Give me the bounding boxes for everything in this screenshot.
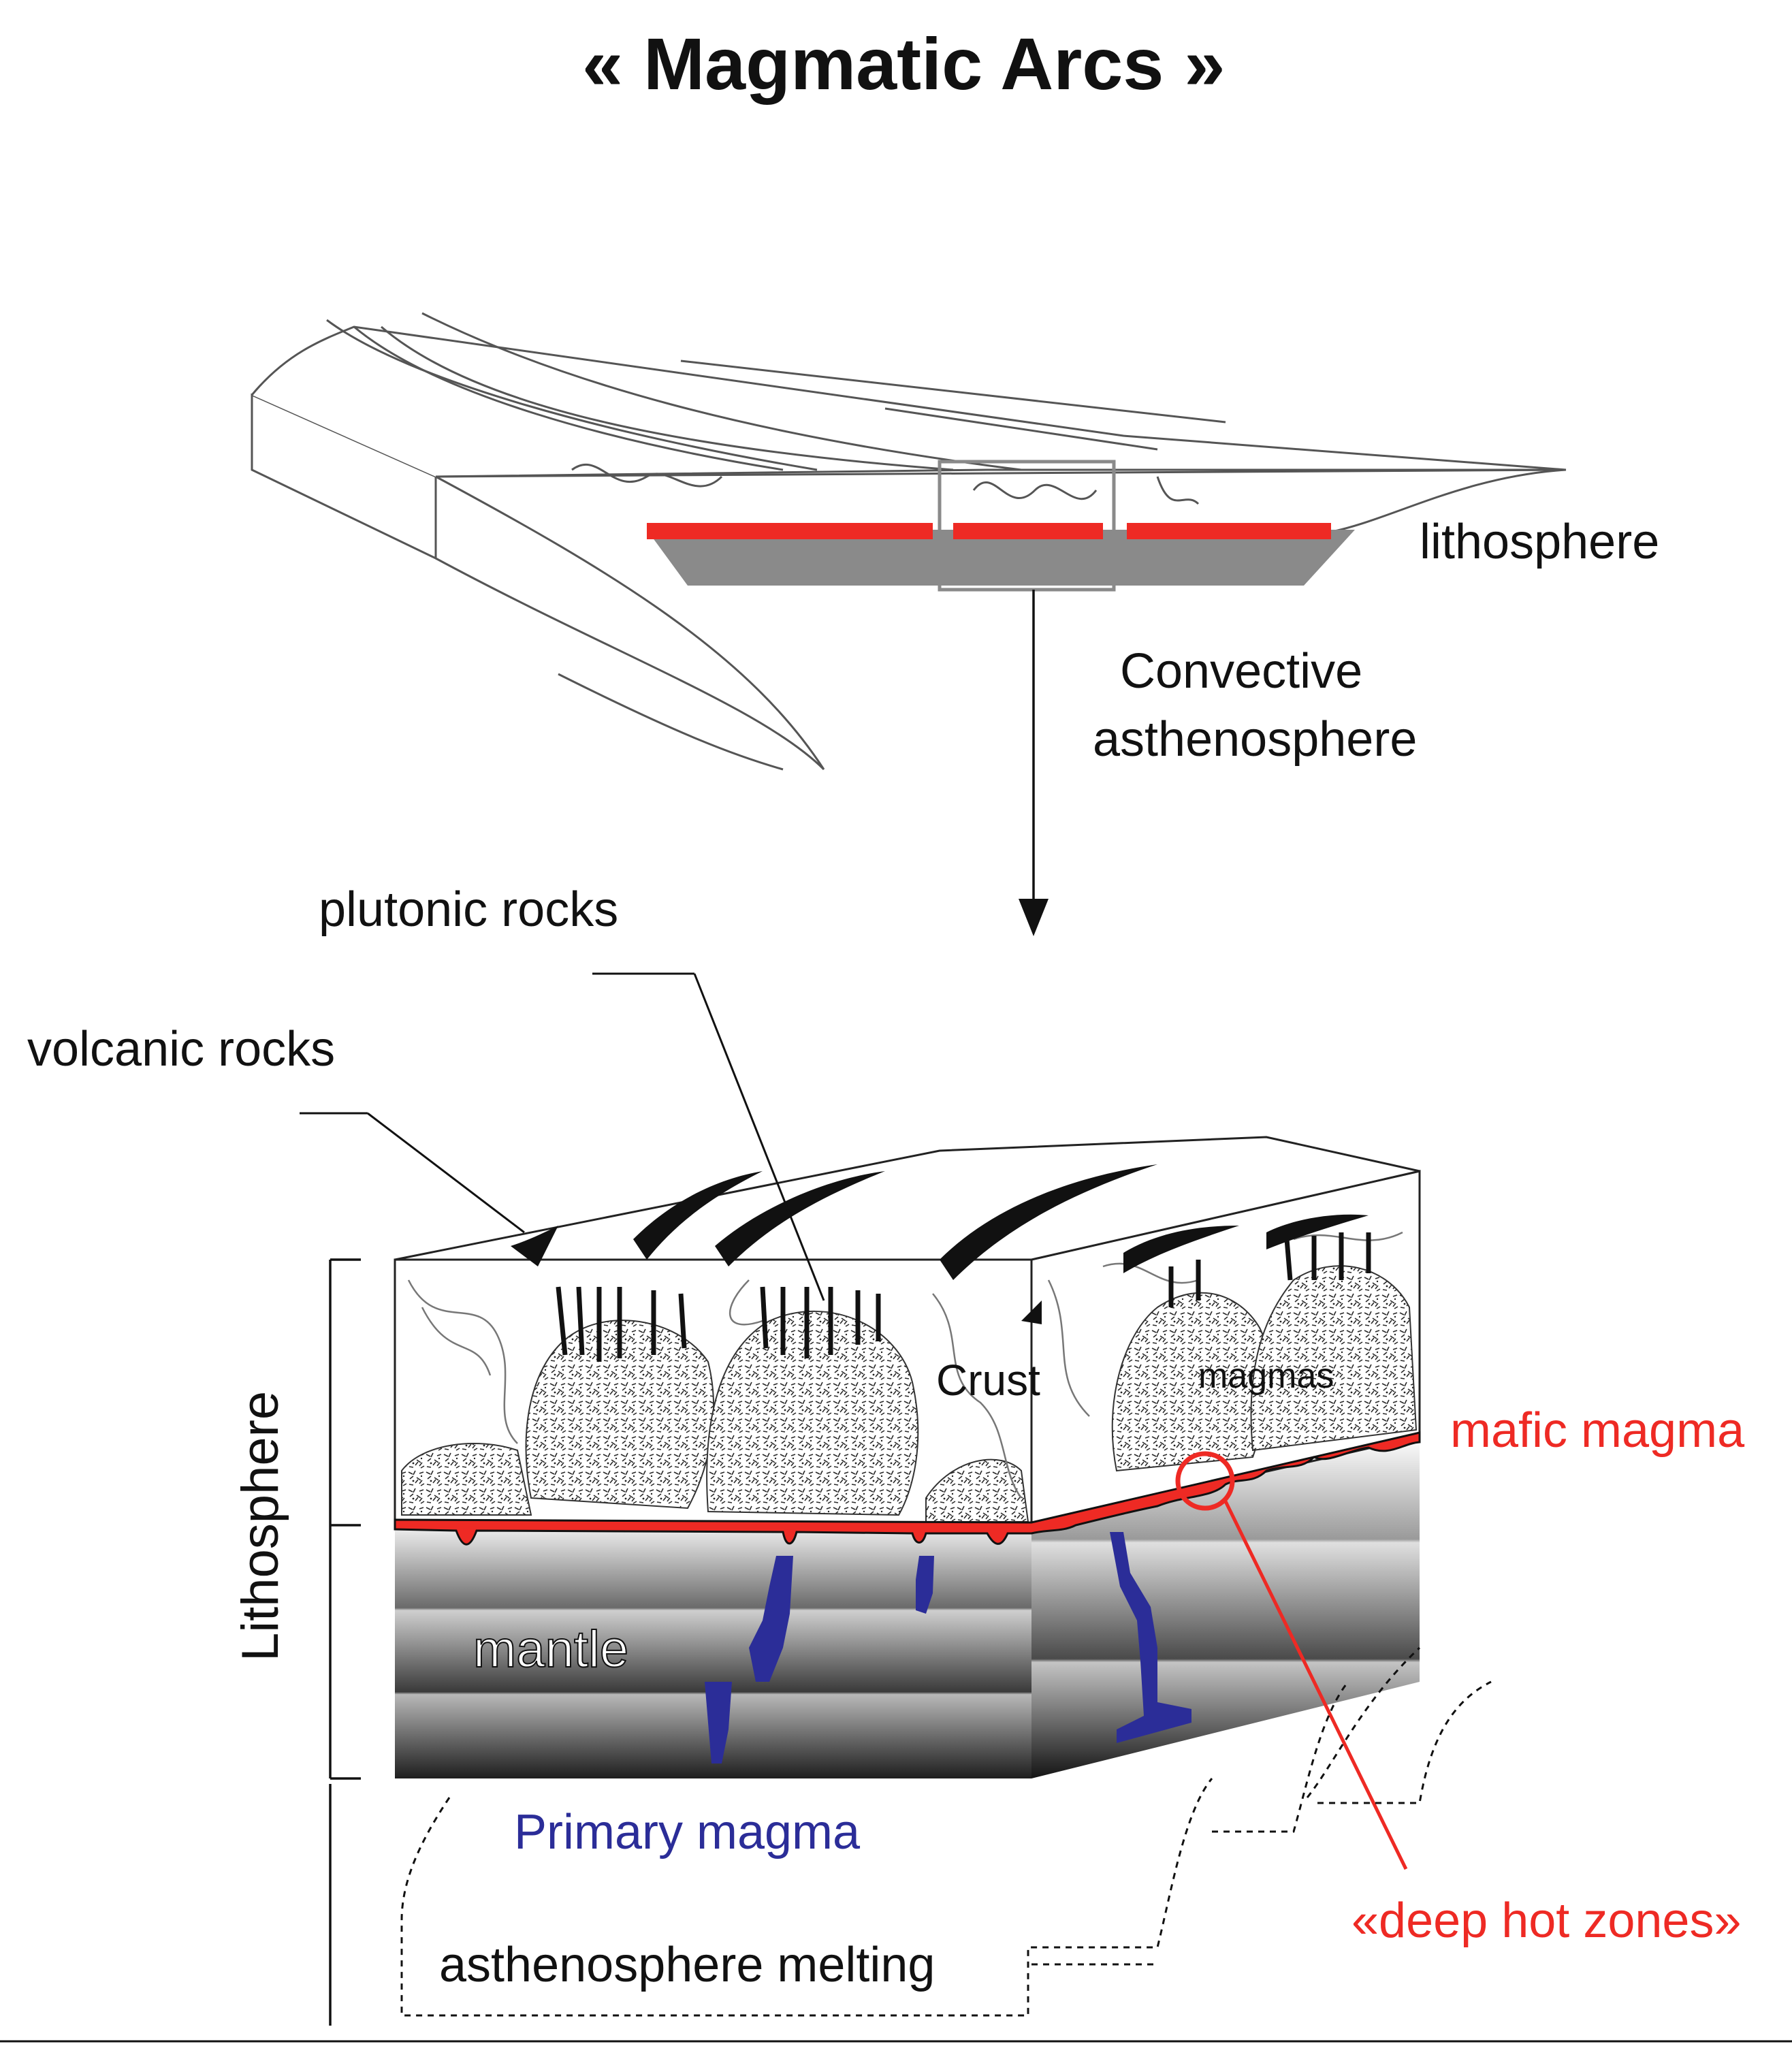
mafic-magma-label: mafic magma: [1450, 1403, 1745, 1458]
mafic-magma-layer: [394, 1431, 1421, 1546]
page-title: « Magmatic Arcs »: [582, 22, 1226, 105]
crust-fold-lines: [407, 1231, 1403, 1499]
plutonic-leader: [693, 973, 825, 1301]
mantle-front-face: [395, 1524, 1031, 1778]
deep-hot-zone-leader: [1223, 1500, 1408, 1870]
volcanic-leader: [367, 1112, 525, 1234]
primary-magma-label: Primary magma: [514, 1805, 861, 1860]
red-melt-bar-left: [647, 523, 933, 539]
asthenosphere-gray-band: [647, 530, 1355, 586]
volcanic-lenses: [511, 1164, 1369, 1324]
plutonic-rocks-label: plutonic rocks: [319, 882, 619, 937]
mantle-label: mantle: [473, 1621, 629, 1678]
volcanic-rocks-label: volcanic rocks: [27, 1022, 336, 1076]
overview-block: [251, 312, 1567, 771]
lithosphere-bracket: [329, 1258, 361, 2026]
red-melt-bar-right: [1127, 523, 1331, 539]
feeder-dykes: [556, 1232, 1371, 1362]
lithosphere-side-label: Lithosphere: [231, 1390, 289, 1661]
primary-magma-bodies: [705, 1532, 1191, 1763]
magmas-label: magmas: [1198, 1356, 1334, 1396]
convective-label-line1: Convective: [1120, 644, 1363, 699]
asthenosphere-melting-label: asthenosphere melting: [439, 1938, 935, 1992]
deep-hot-zones-label: «deep hot zones»: [1351, 1894, 1742, 1948]
zoom-inset-box: [938, 460, 1116, 592]
convective-label-line2: asthenosphere: [1093, 712, 1418, 767]
deep-hot-zone-circle: [1175, 1451, 1235, 1511]
zoom-arrow-head: [1019, 899, 1049, 936]
red-melt-bar-middle: [953, 523, 1103, 539]
crust-label: Crust: [936, 1356, 1040, 1405]
lithosphere-top-label: lithosphere: [1420, 515, 1660, 569]
pluton-masses: [401, 1265, 1418, 1522]
asthenosphere-melting-dashes: [400, 1646, 1492, 2017]
mantle-side-face: [1031, 1437, 1420, 1778]
